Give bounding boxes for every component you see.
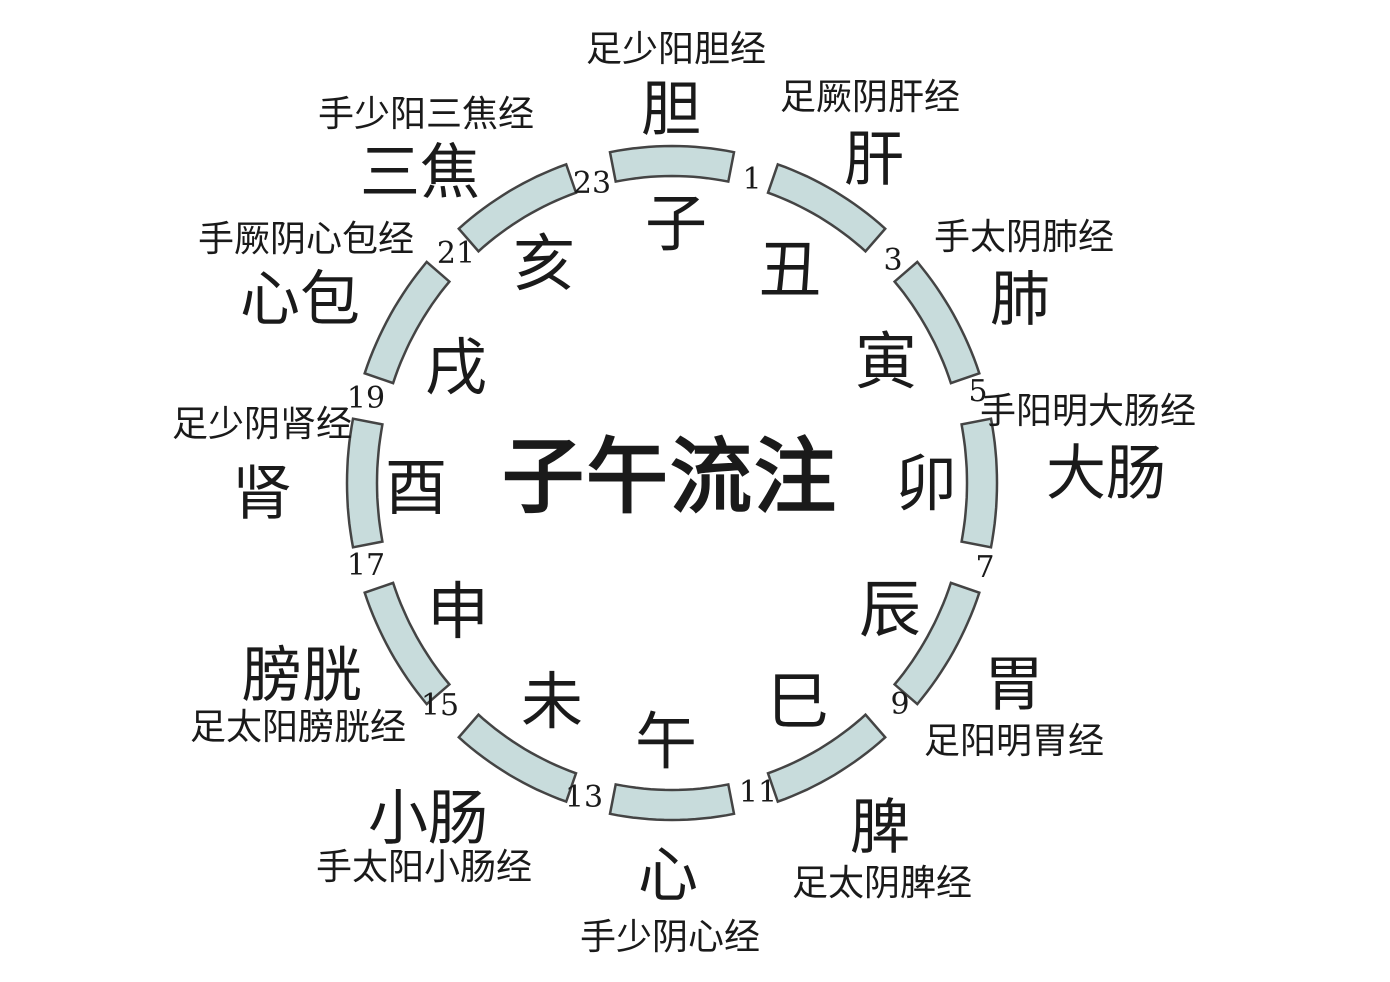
branch-mao: 卯 — [894, 447, 958, 520]
organ-small-intestine: 小肠 — [368, 784, 488, 854]
ring-segment-1 — [608, 144, 736, 184]
hour-label-19: 19 — [346, 381, 386, 416]
ring-segment-4 — [960, 417, 999, 549]
branch-wu: 午 — [634, 705, 698, 778]
organ-stomach: 胃 — [984, 650, 1044, 720]
hour-label-11: 11 — [738, 775, 778, 810]
branch-xu: 戌 — [424, 331, 488, 404]
hour-label-5: 5 — [968, 374, 988, 409]
ring-segment-11 — [363, 260, 452, 385]
branch-wei: 未 — [520, 665, 584, 738]
branch-zi: 子 — [644, 187, 708, 260]
meridian-gallbladder: 足少阳胆经 — [585, 29, 767, 70]
hour-label-13: 13 — [564, 780, 604, 815]
organ-gallbladder: 胆 — [641, 75, 701, 145]
organ-kidney: 肾 — [232, 459, 292, 529]
meridian-pericardium: 手厥阴心包经 — [197, 219, 415, 260]
hour-label-3: 3 — [883, 243, 903, 278]
meridian-lung: 手太阴肺经 — [933, 217, 1115, 258]
meridian-kidney: 足少阴肾经 — [171, 404, 353, 445]
meridian-stomach: 足阳明胃经 — [923, 721, 1105, 762]
ring-segment-12 — [457, 162, 578, 254]
ring-segment-10 — [345, 417, 384, 549]
hour-label-15: 15 — [420, 688, 460, 723]
meridian-small-intestine: 手太阳小肠经 — [315, 847, 533, 888]
organ-triple-burner: 三焦 — [360, 138, 480, 208]
meridian-bladder: 足太阳膀胱经 — [189, 707, 407, 748]
ring-segment-6 — [766, 712, 887, 804]
branch-chou: 丑 — [758, 233, 822, 306]
organ-pericardium: 心包 — [240, 265, 360, 335]
ring-segment-8 — [457, 712, 578, 804]
organ-spleen: 脾 — [850, 793, 910, 863]
branch-shen: 申 — [426, 575, 490, 648]
ring-segment-2 — [766, 162, 887, 254]
center-title: 子午流注 — [501, 430, 839, 525]
organ-liver: 肝 — [844, 125, 904, 195]
meridian-triple-burner: 手少阳三焦经 — [317, 94, 535, 135]
meridian-large-intestine: 手阳明大肠经 — [979, 391, 1197, 432]
hour-label-9: 9 — [890, 687, 910, 722]
hour-label-7: 7 — [975, 550, 995, 585]
ring-segment-9 — [363, 581, 452, 706]
branch-hai: 亥 — [512, 227, 576, 300]
organ-large-intestine: 大肠 — [1046, 439, 1166, 509]
hour-label-23: 23 — [572, 166, 612, 201]
organ-heart: 心 — [638, 841, 698, 911]
hour-label-1: 1 — [742, 162, 762, 197]
branch-yin: 寅 — [854, 325, 918, 398]
organ-lung: 肺 — [990, 265, 1050, 335]
meridian-spleen: 足太阴脾经 — [791, 863, 973, 904]
ring-segment-5 — [892, 581, 981, 706]
organ-bladder: 膀胱 — [242, 641, 362, 711]
branch-chen: 辰 — [858, 573, 922, 646]
hour-label-17: 17 — [346, 548, 386, 583]
ring-segment-7 — [608, 782, 736, 822]
hour-label-21: 21 — [436, 236, 476, 271]
branch-si: 巳 — [766, 665, 830, 738]
meridian-heart: 手少阴心经 — [579, 917, 761, 958]
branch-you: 酉 — [384, 451, 448, 524]
ring-segment-3 — [892, 260, 981, 385]
meridian-liver: 足厥阴肝经 — [779, 77, 961, 118]
